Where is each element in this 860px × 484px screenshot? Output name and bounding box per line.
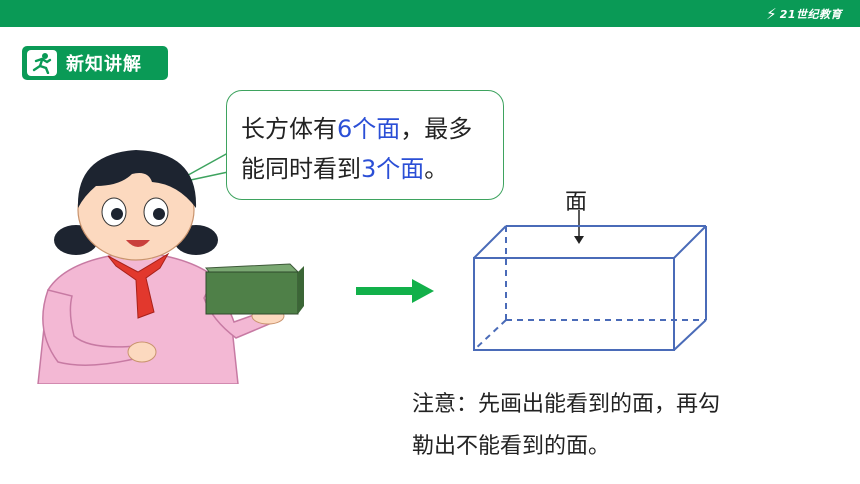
arrow-right-icon [356, 279, 434, 303]
section-badge: 新知讲解 [22, 46, 168, 80]
top-bar: ⚡ 21世纪教育 [0, 0, 860, 27]
brand-logo-text: 21世纪教育 [779, 7, 842, 21]
girl-illustration [37, 150, 304, 384]
note-line-2: 勒出不能看到的面。 [412, 434, 611, 459]
section-title: 新知讲解 [66, 54, 142, 75]
bubble-line-2: 能同时看到3个面。 [241, 155, 449, 183]
face-label: 面 [565, 190, 588, 215]
runner-logo-icon: ⚡ [766, 4, 777, 23]
note-line-1: 注意：先画出能看到的面，再勾 [412, 392, 721, 417]
note-text: 注意：先画出能看到的面，再勾 勒出不能看到的面。 [412, 384, 812, 468]
runner-icon [27, 50, 57, 76]
cuboid-diagram [473, 225, 707, 351]
speech-bubble: 长方体有6个面，最多 能同时看到3个面。 [226, 90, 504, 200]
bubble-line-1: 长方体有6个面，最多 [241, 115, 473, 143]
brand-logo: ⚡ 21世纪教育 [766, 3, 842, 24]
